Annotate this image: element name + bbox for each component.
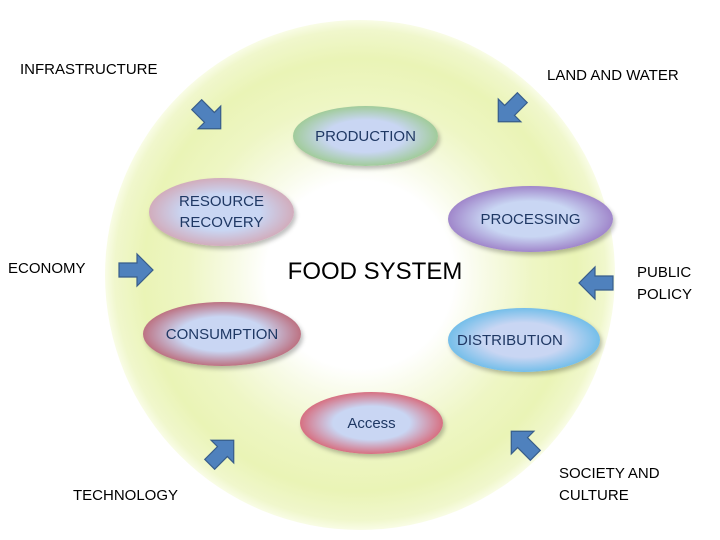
arrow-public-policy-icon — [578, 265, 614, 301]
arrow-society-and-culture-icon — [510, 430, 542, 462]
arrow-land-and-water-icon — [497, 91, 529, 123]
stage-consumption: CONSUMPTION — [143, 302, 301, 366]
factor-technology: TECHNOLOGY — [73, 487, 179, 504]
stage-resource-recovery: RESOURCE RECOVERY — [149, 178, 294, 246]
stage-access: Access — [300, 392, 443, 454]
stage-production: PRODUCTION — [293, 106, 438, 166]
arrow-technology-icon — [203, 439, 235, 471]
factor-public-policy: PUBLIC POLICY — [637, 264, 693, 303]
factor-land-and-water: LAND AND WATER — [547, 67, 679, 84]
factor-infrastructure: INFRASTRUCTURE — [20, 61, 158, 78]
stage-distribution: DISTRIBUTION — [448, 308, 600, 372]
stage-processing: PROCESSING — [448, 186, 613, 252]
arrow-infrastructure-icon — [190, 98, 222, 130]
factor-economy: ECONOMY — [8, 260, 86, 277]
arrow-economy-icon — [118, 252, 154, 288]
factor-society-and-culture: SOCIETY AND CULTURE — [559, 465, 660, 504]
diagram-title: FOOD SYSTEM — [287, 258, 463, 285]
